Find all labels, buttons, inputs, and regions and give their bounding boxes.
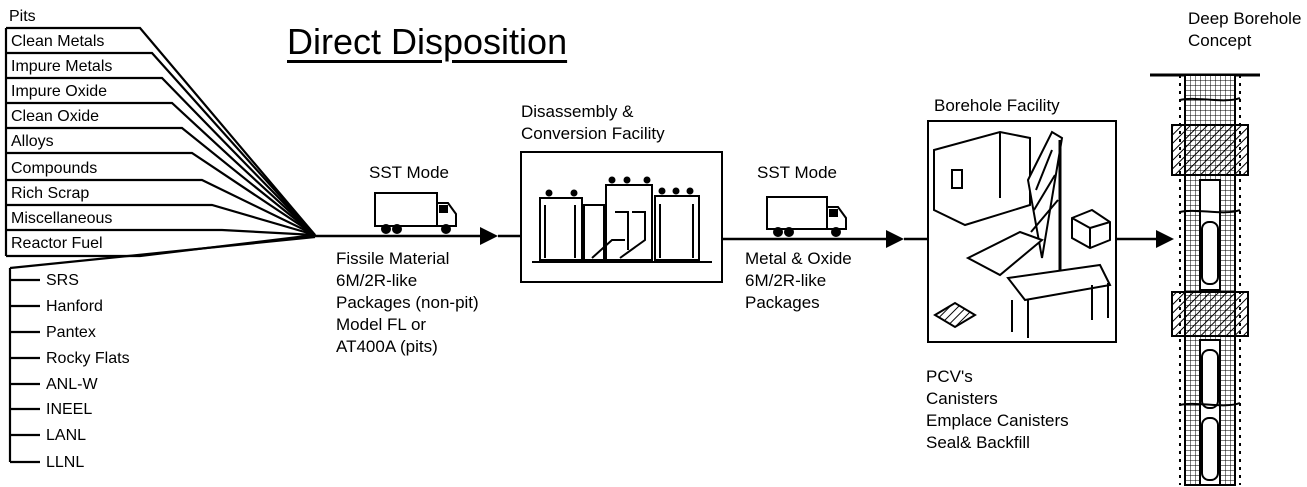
material-label: Impure Metals: [11, 58, 113, 75]
borehole-facility-steps: PCV's Canisters Emplace Canisters Seal& …: [926, 366, 1069, 454]
step-line: Canisters: [926, 389, 998, 408]
site-label: LLNL: [46, 454, 85, 471]
detail-line: 6M/2R-like: [745, 271, 827, 290]
detail-line: Metal & Oxide: [745, 249, 852, 268]
truck-icon-1: [374, 192, 457, 234]
deep-borehole-title: Deep Borehole Concept: [1188, 8, 1301, 52]
material-label: Pits: [9, 8, 36, 25]
truck-icon-2: [766, 196, 847, 237]
site-label: Hanford: [46, 298, 103, 315]
transport-1-details: Fissile Material 6M/2R-like Packages (no…: [336, 248, 479, 358]
detail-line: AT400A (pits): [336, 337, 438, 356]
flow-arrow-1: [315, 227, 521, 245]
transport-2-label: SST Mode: [757, 163, 838, 182]
detail-line: Fissile Material: [336, 249, 450, 268]
site-label: LANL: [46, 427, 87, 444]
material-label: Compounds: [11, 160, 98, 177]
diagram-title: Direct Disposition: [287, 21, 568, 62]
borehole-column-illustration: [1150, 73, 1260, 486]
transport-2-details: Metal & Oxide 6M/2R-like Packages: [745, 248, 852, 314]
site-label: INEEL: [46, 401, 93, 418]
flow-arrow-3: [1116, 230, 1174, 248]
step-line: Emplace Canisters: [926, 411, 1069, 430]
borehole-facility-title: Borehole Facility: [934, 96, 1060, 115]
site-label: ANL-W: [46, 376, 98, 393]
material-label: Rich Scrap: [11, 185, 90, 202]
detail-line: Model FL or: [336, 315, 427, 334]
detail-line: Packages: [745, 293, 820, 312]
borehole-title-line: Deep Borehole: [1188, 9, 1302, 28]
step-line: PCV's: [926, 367, 973, 386]
material-label: Clean Metals: [11, 33, 105, 50]
material-label: Reactor Fuel: [11, 235, 103, 252]
conversion-facility-title: Disassembly & Conversion Facility: [521, 101, 665, 145]
site-bracket: [8, 235, 316, 464]
material-label: Miscellaneous: [11, 210, 113, 227]
flow-arrow-2: [722, 230, 928, 248]
transport-1-label: SST Mode: [369, 163, 450, 182]
material-label: Clean Oxide: [11, 108, 100, 125]
facility-title-line: Disassembly &: [521, 102, 634, 121]
site-label: Rocky Flats: [46, 350, 130, 367]
step-line: Seal& Backfill: [926, 433, 1030, 452]
facility-title-line: Conversion Facility: [521, 124, 665, 143]
borehole-title-line: Concept: [1188, 31, 1252, 50]
detail-line: Packages (non-pit): [336, 293, 479, 312]
material-label: Impure Oxide: [11, 83, 108, 100]
conversion-facility-illustration: [520, 151, 723, 283]
site-label: Pantex: [46, 324, 96, 341]
material-boxes: [4, 26, 316, 258]
site-label: SRS: [46, 272, 79, 289]
detail-line: 6M/2R-like: [336, 271, 418, 290]
material-label: Alloys: [11, 133, 54, 150]
borehole-facility-illustration: [927, 120, 1117, 343]
